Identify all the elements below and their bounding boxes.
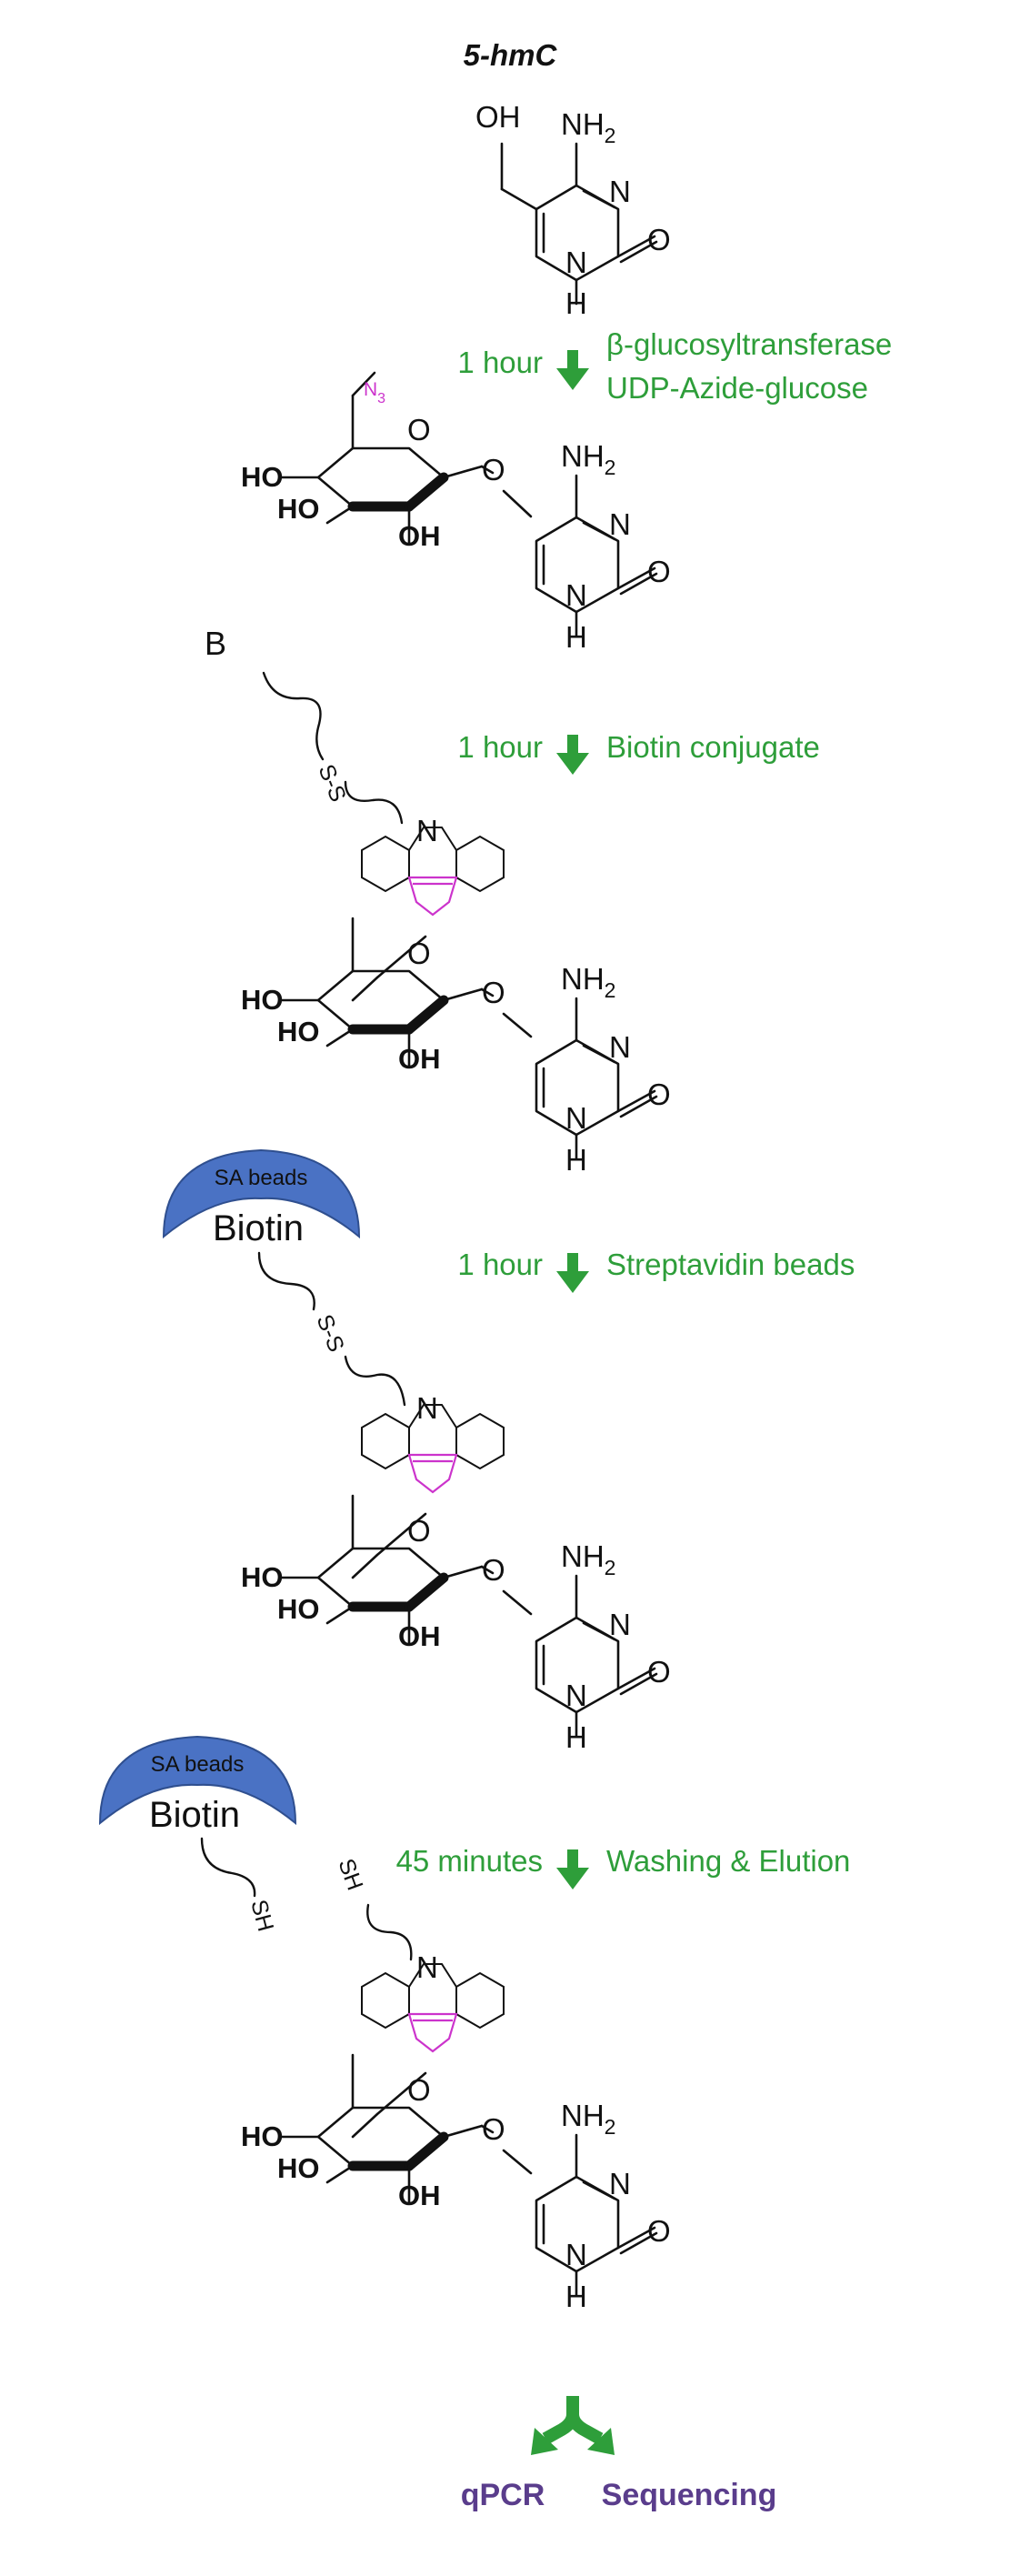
atom-ho-3b: HO (277, 1016, 320, 1047)
atom-ho-1: HO (241, 461, 284, 493)
molecule-eluted (200, 1837, 658, 2297)
atom-o-link-5: O (482, 2112, 505, 2146)
sa-bead-1 (162, 1148, 361, 1239)
atom-h-2: H (565, 620, 587, 654)
step-3-arrow-icon (556, 1253, 589, 1293)
atom-n-5: N (609, 2167, 631, 2200)
linker-ss-1: S-S (313, 761, 351, 806)
linker-sh-bead: SH (245, 1897, 278, 1934)
atom-ho-5b: HO (277, 2152, 320, 2184)
step-3-time: 1 hour (457, 1248, 543, 1281)
atom-nh-2: N (565, 578, 587, 612)
atom-ho-4a: HO (241, 1561, 284, 1593)
step-1-arrow-icon (556, 350, 589, 390)
biotin-2-label: Biotin (149, 1795, 240, 1835)
step-3-reagent: Streptavidin beads (606, 1248, 855, 1281)
step-4-arrow-icon (556, 1849, 589, 1889)
atom-n3: N3 (364, 379, 385, 406)
sa-bead-1-label: SA beads (215, 1166, 308, 1190)
atom-oh-glu-5: OH (398, 2180, 441, 2211)
atom-ho-5a: HO (241, 2120, 284, 2152)
atom-ring-o-5: O (407, 2073, 431, 2107)
atom-nh2-5: NH2 (561, 2099, 615, 2139)
atom-ring-o-3: O (407, 937, 431, 970)
atom-dbco-n-1: N (416, 814, 438, 847)
atom-nh2-2: NH2 (561, 439, 615, 479)
panel-label-b: B (205, 625, 226, 662)
molecule-n3-glu-5hmc (280, 371, 658, 637)
atom-n-2: N (609, 507, 631, 541)
output-sequencing: Sequencing (602, 2478, 777, 2512)
sa-bead-2-label: SA beads (151, 1752, 245, 1777)
step-2-time: 1 hour (457, 730, 543, 764)
atom-h-5: H (565, 2280, 587, 2313)
atom-o-5: O (647, 2214, 671, 2248)
atom-dbco-n-2: N (416, 1391, 438, 1425)
atom-h-3: H (565, 1143, 587, 1177)
atom-o-4: O (647, 1655, 671, 1689)
atom-oh: OH (475, 100, 521, 134)
atom-nh2-3: NH2 (561, 962, 615, 1002)
atom-n: N (609, 175, 631, 208)
atom-ho-3a: HO (241, 984, 284, 1016)
atom-nh-5: N (565, 2238, 587, 2271)
fork-arrow-icon (531, 2396, 615, 2455)
atom-nh-4: N (565, 1679, 587, 1712)
atom-o-link: O (482, 453, 505, 486)
linker-sh-molecule: SH (333, 1855, 367, 1893)
sa-bead-2 (98, 1735, 297, 1826)
title-5hmc: 5-hmC (464, 38, 558, 72)
step-1-reagent-line-2: UDP-Azide-glucose (606, 371, 868, 405)
atom-ho-4b: HO (277, 1593, 320, 1625)
molecule-biotin-conjugate (262, 671, 658, 1160)
atom-h: H (565, 286, 587, 320)
step-1-time: 1 hour (457, 346, 543, 379)
step-4-time: 45 minutes (396, 1844, 543, 1878)
atom-o-link-3: O (482, 976, 505, 1009)
biotin-1-label: Biotin (213, 1208, 304, 1248)
atom-o-2: O (647, 555, 671, 588)
atom-h-4: H (565, 1720, 587, 1754)
atom-oh-glu-4: OH (398, 1620, 441, 1652)
molecule-bead-bound (257, 1251, 658, 1738)
atom-o-link-4: O (482, 1553, 505, 1587)
atom-nh2: NH2 (561, 107, 615, 147)
atom-nh2-4: NH2 (561, 1539, 615, 1579)
step-2-reagent: Biotin conjugate (606, 730, 820, 764)
atom-oh-glu: OH (398, 520, 441, 552)
step-4-reagent: Washing & Elution (606, 1844, 850, 1878)
atom-ring-o: O (407, 413, 431, 446)
atom-ho-2: HO (277, 493, 320, 525)
step-2-arrow-icon (556, 735, 589, 775)
atom-n-4: N (609, 1608, 631, 1641)
atom-nh: N (565, 246, 587, 279)
linker-ss-2: S-S (311, 1311, 349, 1356)
atom-o: O (647, 223, 671, 256)
atom-nh-3: N (565, 1101, 587, 1135)
output-qpcr: qPCR (461, 2478, 545, 2512)
molecule-5hmc (500, 142, 658, 306)
atom-dbco-n-3: N (416, 1950, 438, 1984)
step-1-reagent-line-1: β-glucosyltransferase (606, 327, 892, 361)
atom-n-3: N (609, 1030, 631, 1064)
atom-ring-o-4: O (407, 1514, 431, 1548)
atom-o-3: O (647, 1078, 671, 1111)
atom-oh-glu-3: OH (398, 1043, 441, 1075)
